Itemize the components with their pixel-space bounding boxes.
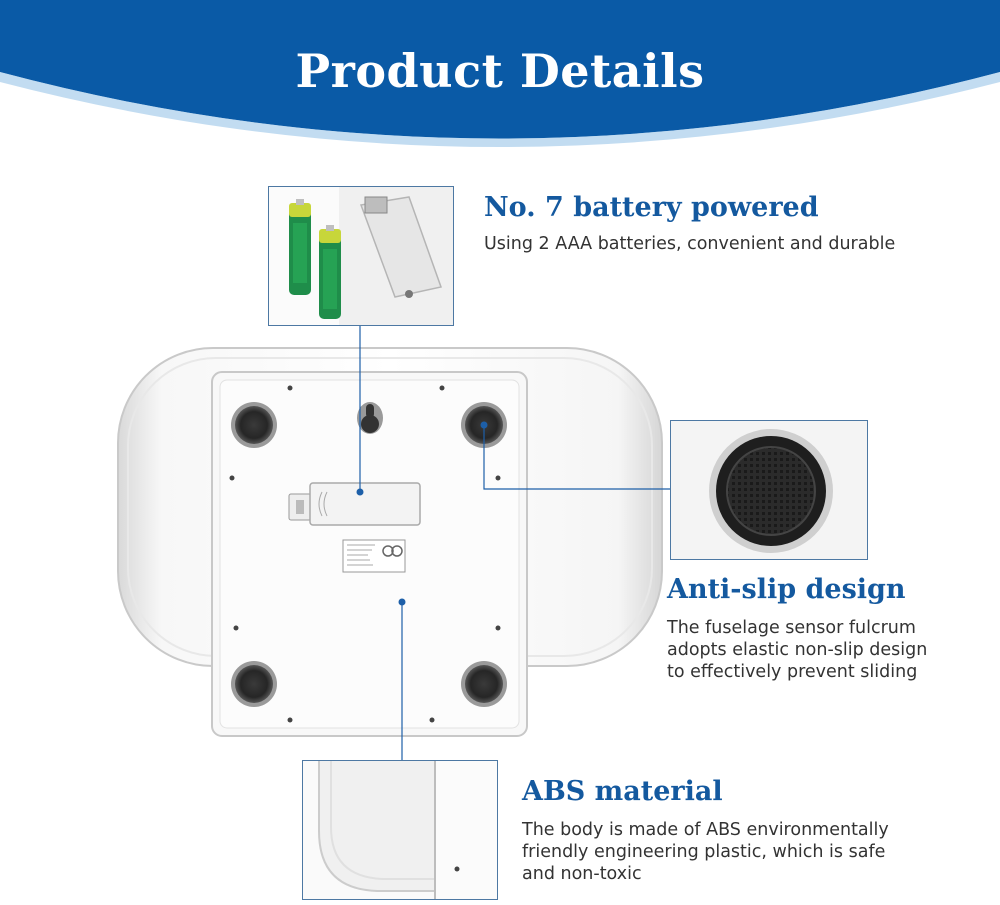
feature-desc-line: adopts elastic non-slip design [667, 640, 928, 660]
feature-desc-line: The fuselage sensor fulcrum [667, 618, 916, 638]
abs-material-callout-image [302, 760, 498, 900]
feature-desc-line: and non-toxic [522, 864, 642, 884]
hanging-hole [357, 402, 383, 434]
feature-desc-anti-slip: The fuselage sensor fulcrum adopts elast… [667, 617, 927, 683]
battery-icon [289, 199, 311, 295]
rubber-foot [231, 402, 277, 448]
rating-label [342, 539, 406, 573]
callout-point [480, 421, 488, 429]
rubber-foot [231, 661, 277, 707]
battery-cover [288, 482, 421, 526]
callout-point [398, 598, 406, 606]
feature-desc-line: The body is made of ABS environmentally [522, 820, 889, 840]
feature-title-abs: ABS material [522, 776, 723, 807]
feature-desc-line: friendly engineering plastic, which is s… [522, 842, 886, 862]
feature-desc-battery: Using 2 AAA batteries, convenient and du… [484, 233, 895, 255]
anti-slip-callout-image [670, 420, 868, 560]
feature-desc-abs: The body is made of ABS environmentally … [522, 819, 889, 885]
feature-title-anti-slip: Anti-slip design [667, 574, 906, 605]
feature-title-battery: No. 7 battery powered [484, 192, 819, 223]
feature-desc-line: Using 2 AAA batteries, convenient and du… [484, 234, 896, 254]
feature-desc-line: to effectively prevent sliding [667, 662, 918, 682]
rubber-foot [461, 661, 507, 707]
battery-icon [319, 225, 341, 319]
callout-point [356, 488, 364, 496]
page-title: Product Details [295, 44, 705, 98]
battery-callout-image [268, 186, 454, 326]
header-banner [0, 0, 1000, 147]
